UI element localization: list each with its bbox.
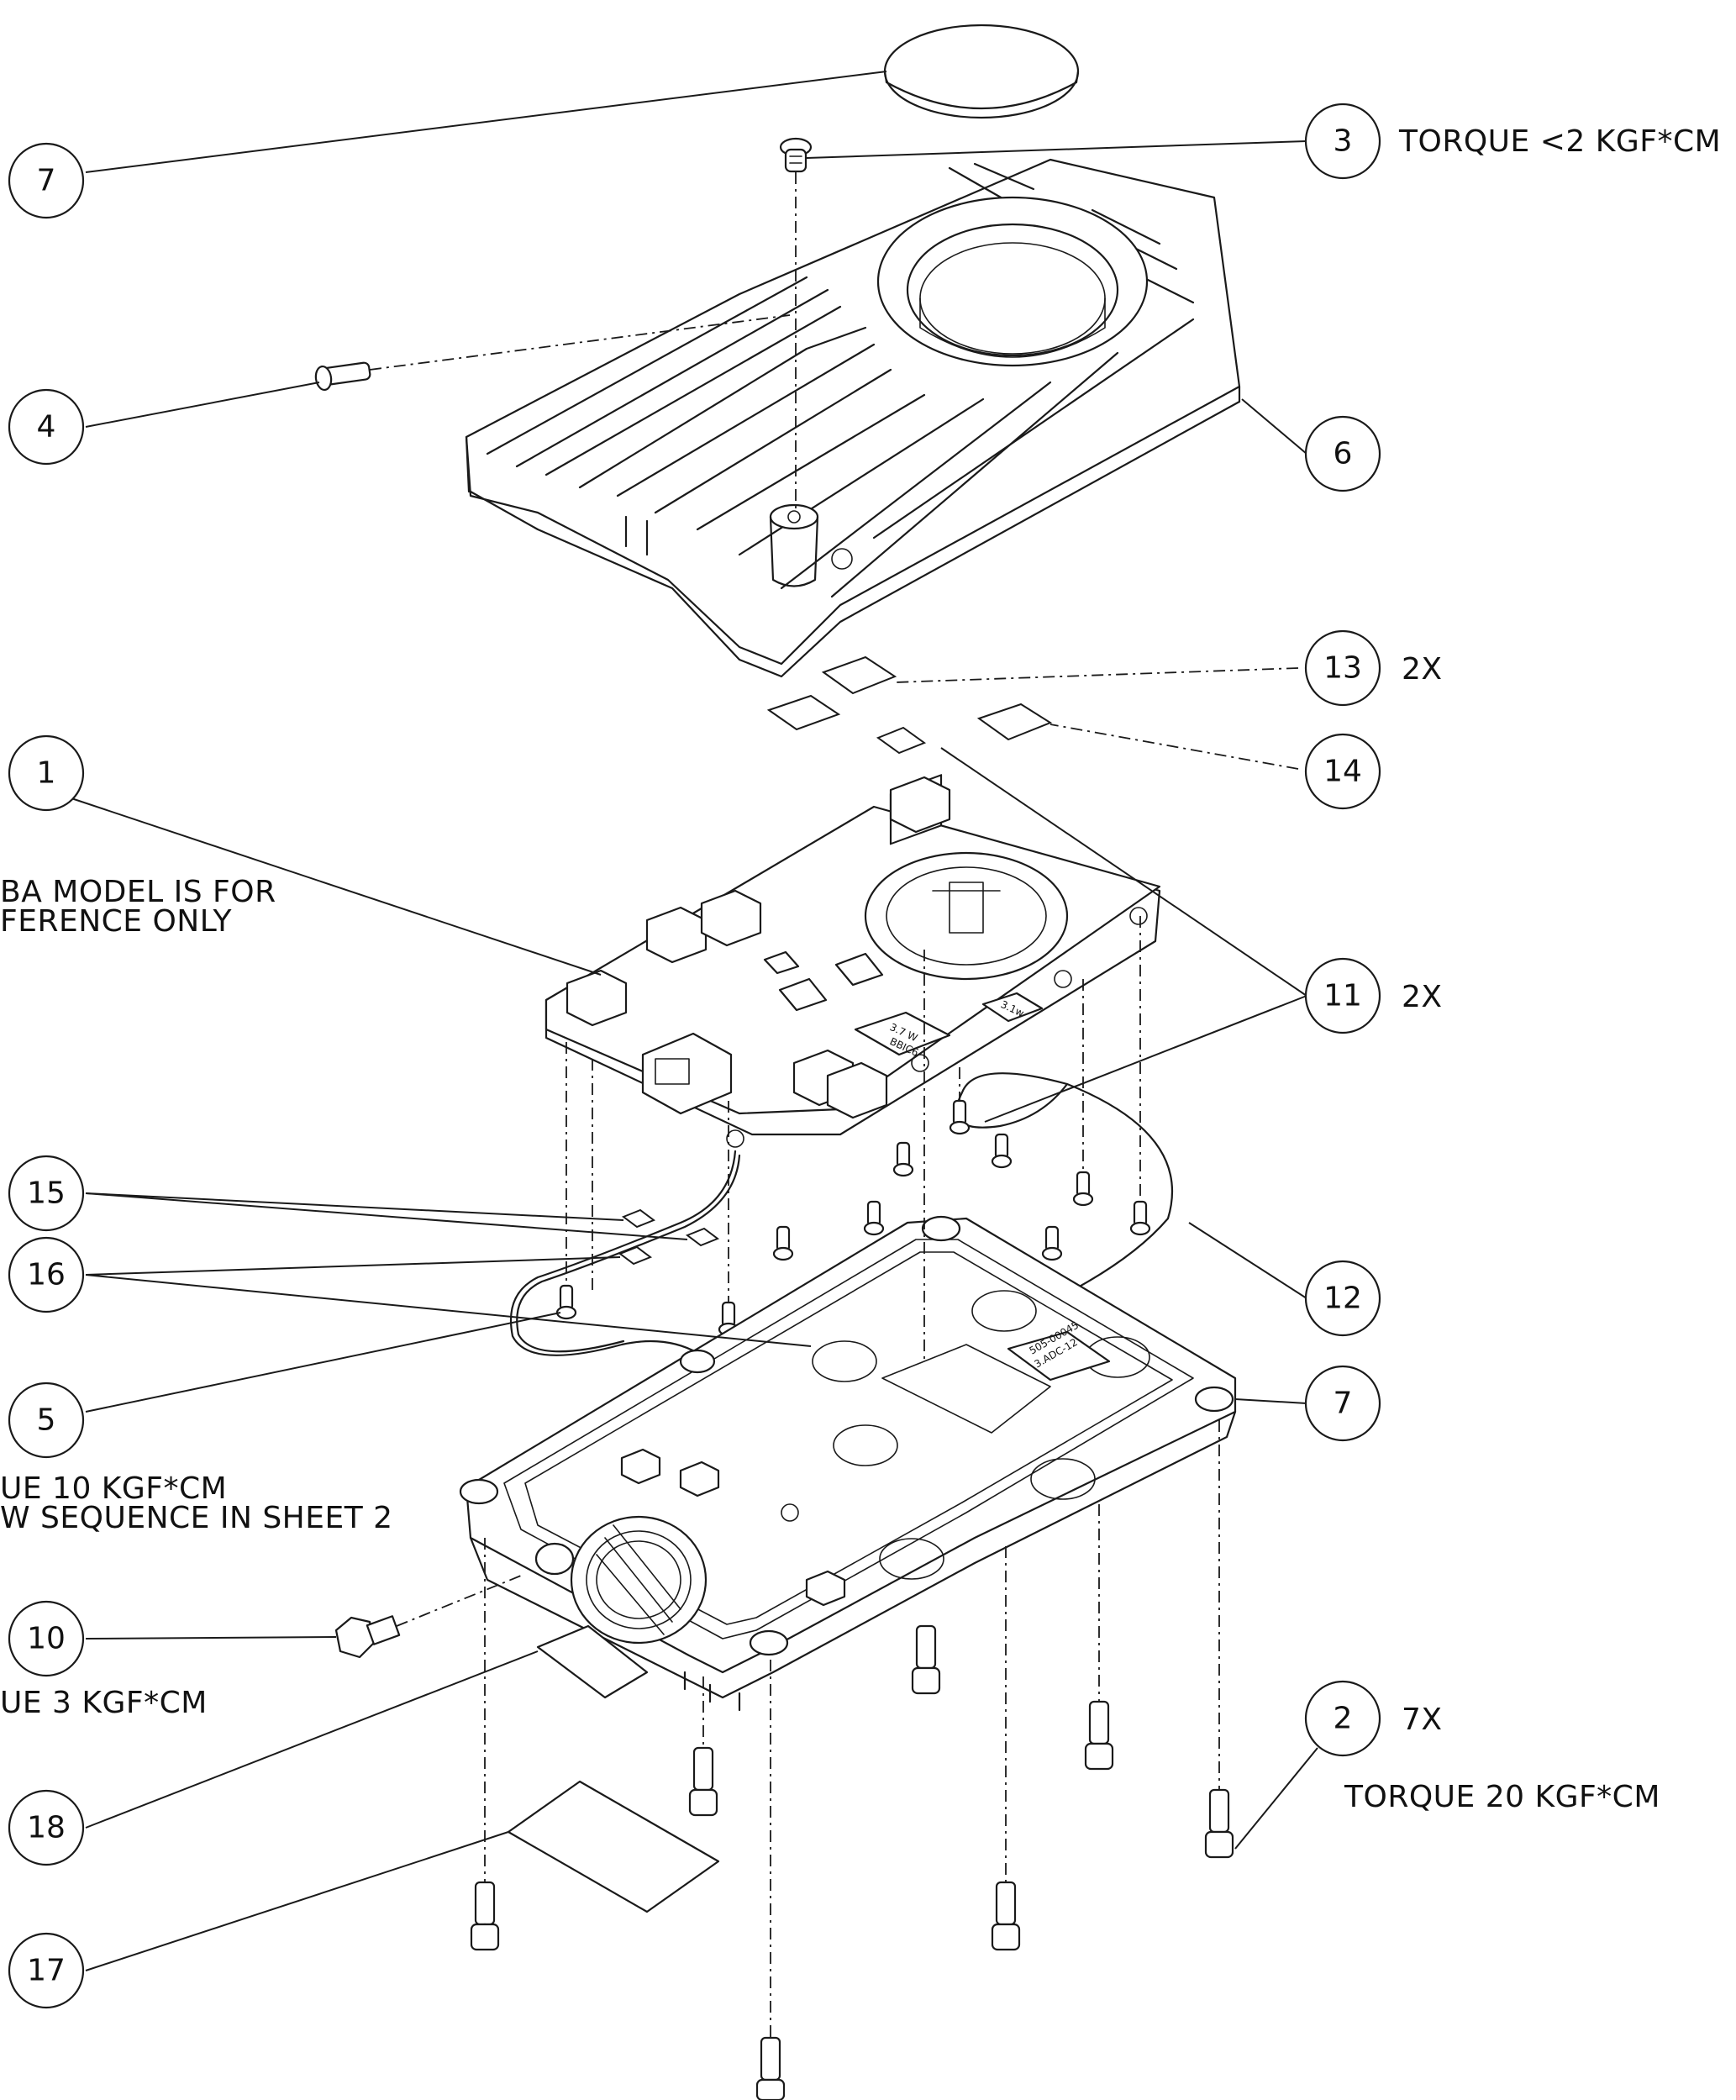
part-4-pin xyxy=(314,361,371,392)
part-3-screw xyxy=(779,137,813,173)
note-pcba-line2: FERENCE ONLY xyxy=(0,904,233,939)
svg-text:12: 12 xyxy=(1323,1282,1362,1316)
balloon-17: 17 xyxy=(8,1932,85,2009)
balloon-10: 10 xyxy=(8,1600,85,1677)
note-qty-part-13: 2X xyxy=(1402,652,1443,687)
svg-text:7: 7 xyxy=(37,164,56,198)
thermal-pads xyxy=(766,655,1053,755)
part-17-label xyxy=(507,1780,720,1913)
balloon-4: 4 xyxy=(8,388,85,466)
svg-text:3: 3 xyxy=(1334,124,1353,159)
svg-text:17: 17 xyxy=(27,1954,66,1988)
svg-text:2: 2 xyxy=(1334,1702,1353,1736)
balloon-18: 18 xyxy=(8,1789,85,1866)
svg-text:5: 5 xyxy=(37,1403,56,1438)
balloon-1: 1 xyxy=(8,734,85,812)
svg-text:15: 15 xyxy=(27,1176,66,1211)
balloon-16: 16 xyxy=(8,1236,85,1313)
balloon-11: 11 xyxy=(1304,957,1381,1034)
note-torque-part-2: TORQUE 20 KGF*CM xyxy=(1344,1780,1660,1814)
note-qty-part-2: 7X xyxy=(1402,1703,1443,1737)
svg-text:1: 1 xyxy=(37,756,56,791)
svg-text:11: 11 xyxy=(1323,979,1362,1013)
part-1-pcba: 3.7 W BBIC6 3.1w xyxy=(544,774,1161,1148)
assembly-lines xyxy=(369,172,1299,2038)
balloon-6: 6 xyxy=(1304,415,1381,492)
balloon-7: 7 xyxy=(1304,1365,1381,1442)
balloon-2: 2 xyxy=(1304,1680,1381,1757)
svg-text:10: 10 xyxy=(27,1622,66,1656)
part-8-cap xyxy=(883,24,1080,119)
balloon-12: 12 xyxy=(1304,1260,1381,1337)
part-10-plug xyxy=(334,1615,401,1659)
part-18-label xyxy=(536,1624,649,1699)
balloon-5: 5 xyxy=(8,1382,85,1459)
part-2-screws xyxy=(470,1624,1234,2100)
balloon-13: 13 xyxy=(1304,629,1381,707)
balloon-8: 7 xyxy=(8,142,85,219)
part-7-base-enclosure: 505-00045 3.ADC-12 xyxy=(459,1215,1237,1712)
svg-text:13: 13 xyxy=(1323,651,1362,686)
part-6-heatsink-cover xyxy=(465,158,1241,678)
balloon-15: 15 xyxy=(8,1155,85,1232)
note-qty-part-11: 2X xyxy=(1402,980,1443,1014)
leader-lines xyxy=(71,71,1318,1971)
svg-text:18: 18 xyxy=(27,1811,66,1845)
svg-text:6: 6 xyxy=(1334,437,1353,471)
note-part-5-line1: UE 10 KGF*CM xyxy=(0,1471,227,1506)
svg-text:16: 16 xyxy=(27,1258,66,1292)
balloon-14: 14 xyxy=(1304,733,1381,810)
svg-text:4: 4 xyxy=(37,410,56,445)
note-part-5-line2: W SEQUENCE IN SHEET 2 xyxy=(0,1501,393,1535)
svg-text:7: 7 xyxy=(1334,1387,1353,1421)
note-part-10: UE 3 KGF*CM xyxy=(0,1686,208,1720)
note-pcba-line1: BA MODEL IS FOR xyxy=(0,875,276,909)
svg-text:14: 14 xyxy=(1323,755,1362,789)
balloon-3: 3 xyxy=(1304,103,1381,180)
note-torque-part-3: TORQUE <2 KGF*CM xyxy=(1398,124,1721,159)
